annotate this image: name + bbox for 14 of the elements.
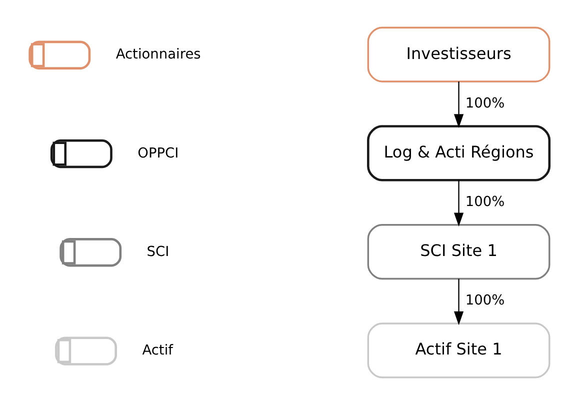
arrow [454,278,464,326]
edge-label: 100% [465,194,505,210]
legend-label: Actionnaires [116,46,201,63]
node-box: Actif Site 1 [367,322,550,378]
node-box: Investisseurs [367,26,550,82]
legend-label: Actif [142,342,173,359]
arrow [454,180,464,227]
edge-label: 100% [465,95,505,112]
node-box: SCI Site 1 [367,224,550,280]
edge-label: 100% [465,292,505,309]
node-box: Log & Acti Régions [367,125,551,182]
legend-label: SCI [146,244,170,260]
arrow [454,82,464,128]
legend-label: OPPCI [138,145,179,162]
